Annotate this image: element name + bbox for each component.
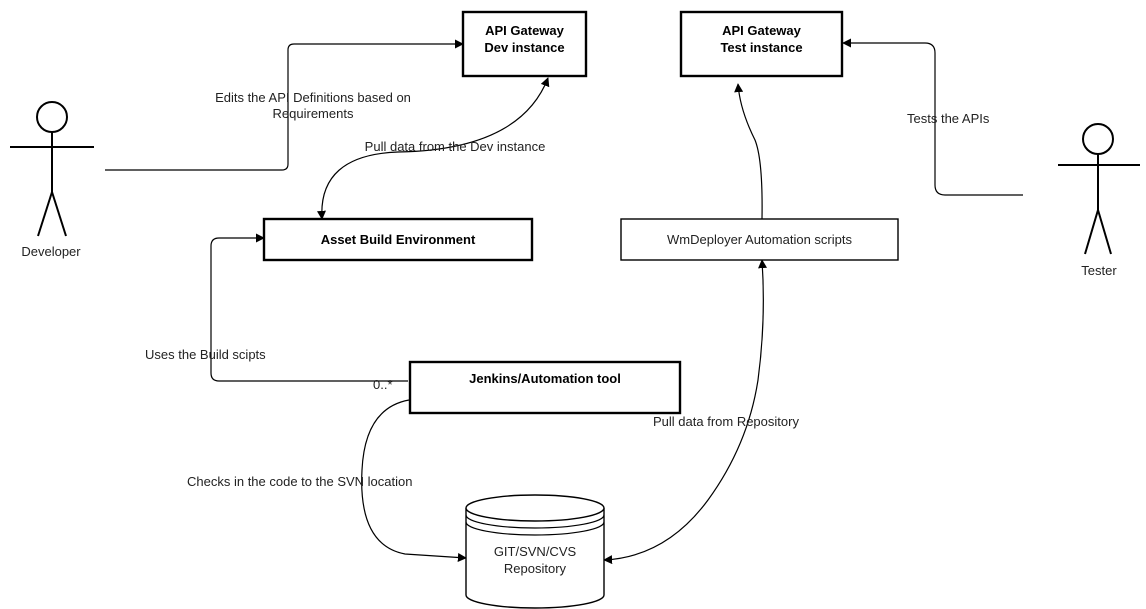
edge-label-tests-apis: Tests the APIs	[907, 111, 990, 126]
actor-tester: Tester	[1058, 123, 1140, 278]
node-jenkins-automation-tool: Jenkins/Automation tool	[408, 360, 682, 415]
edge-jenkins-to-repository	[361, 399, 467, 562]
edge-wmdeployer-to-test-instance	[734, 83, 763, 220]
node-api-gateway-dev-instance: API Gateway Dev instance	[461, 10, 588, 78]
node-wmdeployer-automation-scripts: WmDeployer Automation scripts	[620, 218, 899, 261]
test-instance-line1: API Gateway	[722, 23, 802, 38]
tester-label: Tester	[1081, 263, 1117, 278]
developer-label: Developer	[21, 244, 81, 259]
dev-instance-line1: API Gateway	[485, 23, 565, 38]
edge-repository-to-wmdeployer	[603, 259, 768, 565]
edge-label-edits-line2: Requirements	[273, 106, 354, 121]
edge-label-uses-build: Uses the Build scipts	[145, 347, 266, 362]
edge-developer-to-dev-instance	[105, 39, 464, 171]
edge-jenkins-to-asset-build	[210, 233, 408, 382]
edge-label-multiplicity: 0..*	[373, 377, 393, 392]
actor-developer: Developer	[10, 101, 94, 259]
edge-tester-to-test-instance	[842, 38, 1023, 196]
jenkins-label: Jenkins/Automation tool	[469, 371, 621, 386]
repository-line2: Repository	[504, 561, 567, 576]
test-instance-line2: Test instance	[720, 40, 802, 55]
edge-label-edits-line1: Edits the API Definitions based on	[215, 90, 411, 105]
edge-label-pull-repo: Pull data from Repository	[653, 414, 799, 429]
repository-line1: GIT/SVN/CVS	[494, 544, 577, 559]
node-api-gateway-test-instance: API Gateway Test instance	[679, 10, 844, 78]
edge-label-checks-in: Checks in the code to the SVN location	[187, 474, 412, 489]
edge-asset-build-to-dev-instance	[317, 77, 550, 220]
asset-build-label: Asset Build Environment	[321, 232, 476, 247]
node-repository: GIT/SVN/CVS Repository	[465, 494, 605, 609]
wmdeployer-label: WmDeployer Automation scripts	[667, 232, 852, 247]
node-asset-build-environment: Asset Build Environment	[262, 217, 534, 262]
edge-label-pull-dev: Pull data from the Dev instance	[365, 139, 546, 154]
dev-instance-line2: Dev instance	[484, 40, 564, 55]
